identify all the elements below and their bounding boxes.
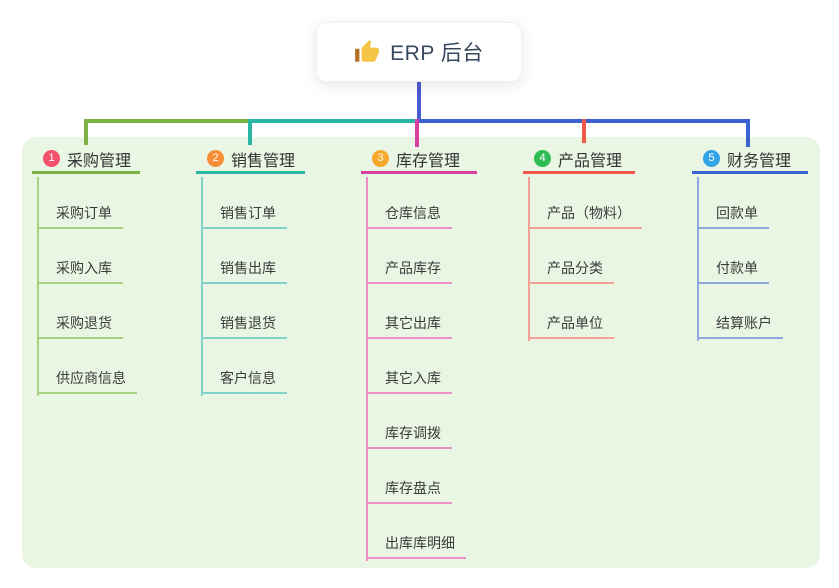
child-node-2-4[interactable]: 客户信息	[201, 368, 287, 394]
branch-node-2[interactable]: 2 销售管理	[196, 146, 305, 174]
child-node-1-3[interactable]: 采购退货	[37, 313, 123, 339]
branch-number-badge: 2	[207, 150, 224, 167]
branch-number-badge: 1	[43, 150, 60, 167]
branch-label: 财务管理	[727, 152, 792, 170]
branch-label: 库存管理	[396, 152, 461, 170]
child-node-3-6[interactable]: 库存盘点	[366, 478, 452, 504]
branch-node-5[interactable]: 5 财务管理	[692, 146, 808, 174]
branch-label: 销售管理	[231, 152, 296, 170]
child-node-3-3[interactable]: 其它出库	[366, 313, 452, 339]
bus-drop-branch-5	[746, 119, 750, 147]
branch-node-3[interactable]: 3 库存管理	[361, 146, 477, 174]
child-node-2-3[interactable]: 销售退货	[201, 313, 287, 339]
bus-drop-branch-1	[84, 119, 88, 145]
branch-number-badge: 3	[372, 150, 389, 167]
root-node-title: ERP 后台	[390, 42, 484, 65]
branch-children-spine	[201, 177, 203, 396]
child-node-5-1[interactable]: 回款单	[697, 203, 769, 229]
child-node-2-1[interactable]: 销售订单	[201, 203, 287, 229]
child-node-4-3[interactable]: 产品单位	[528, 313, 614, 339]
child-node-1-2[interactable]: 采购入库	[37, 258, 123, 284]
bus-segment-green	[86, 119, 252, 123]
child-node-1-4[interactable]: 供应商信息	[37, 368, 137, 394]
branch-node-4[interactable]: 4 产品管理	[523, 146, 635, 174]
child-node-3-2[interactable]: 产品库存	[366, 258, 452, 284]
child-node-4-1[interactable]: 产品（物料）	[528, 203, 642, 229]
branches-background-panel	[22, 137, 820, 568]
branch-children-spine	[528, 177, 530, 341]
bus-drop-branch-4	[582, 119, 586, 143]
branch-label: 产品管理	[558, 152, 623, 170]
branch-number-badge: 4	[534, 150, 551, 167]
branch-number-badge: 5	[703, 150, 720, 167]
branch-children-spine	[697, 177, 699, 341]
bus-drop-branch-3	[415, 119, 419, 147]
child-node-3-5[interactable]: 库存调拨	[366, 423, 452, 449]
child-node-3-4[interactable]: 其它入库	[366, 368, 452, 394]
child-node-1-1[interactable]: 采购订单	[37, 203, 123, 229]
child-node-3-7[interactable]: 出库库明细	[366, 533, 466, 559]
bus-drop-branch-2	[248, 119, 252, 145]
child-node-3-1[interactable]: 仓库信息	[366, 203, 452, 229]
root-stem-line	[417, 82, 421, 123]
branch-children-spine	[366, 177, 368, 561]
branch-label: 采购管理	[67, 152, 132, 170]
thumbs-up-icon	[355, 40, 380, 62]
child-node-2-2[interactable]: 销售出库	[201, 258, 287, 284]
child-node-4-2[interactable]: 产品分类	[528, 258, 614, 284]
bus-segment-teal	[248, 119, 419, 123]
branch-node-1[interactable]: 1 采购管理	[32, 146, 140, 174]
branch-children-spine	[37, 177, 39, 396]
child-node-5-2[interactable]: 付款单	[697, 258, 769, 284]
child-node-5-3[interactable]: 结算账户	[697, 313, 783, 339]
root-node-erp[interactable]: ERP 后台	[316, 22, 522, 82]
